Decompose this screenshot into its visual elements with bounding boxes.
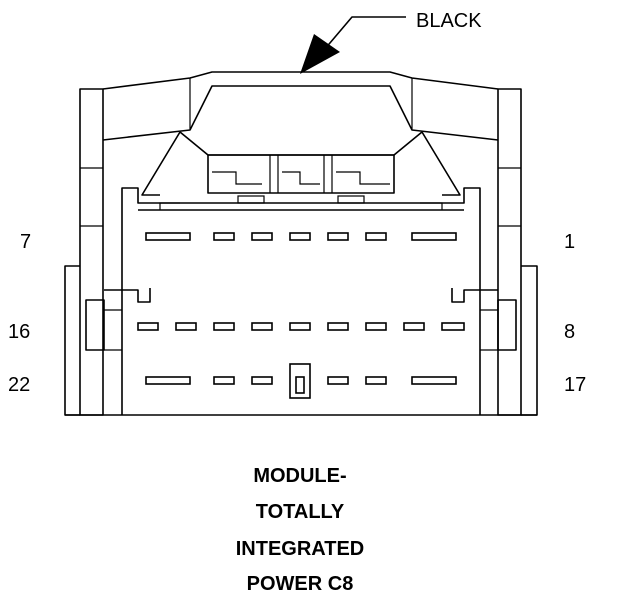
cavity [145,376,191,385]
cavity [289,232,311,241]
left-key [104,288,151,303]
cavity [213,232,235,241]
top-cap-outline [102,71,499,90]
pin-label-16: 16 [8,321,30,343]
pin-labels: 7 1 16 8 22 17 [8,231,586,396]
cavity [327,376,349,385]
right-side-post [497,88,522,416]
callout-label: BLACK [416,10,482,32]
cavity [411,232,457,241]
color-callout: BLACK [300,10,482,74]
cavity-row-2 [137,322,465,331]
lock-bay [207,154,395,194]
latch-arch [179,131,423,156]
title-line-1: MODULE- [253,465,346,487]
center-key-slot-inner [295,376,305,394]
cavity [411,376,457,385]
cavity [403,322,425,331]
left-side-post [79,88,104,416]
cavity [213,322,235,331]
cavity [145,232,191,241]
callout-arrowhead [300,34,340,74]
face-plate [121,187,481,415]
latch-right-ramp [421,131,461,196]
left-lock-tab [85,299,105,351]
left-ear [64,265,80,416]
title-line-3: INTEGRATED [236,538,365,560]
cavity [213,376,235,385]
pin-label-22: 22 [8,374,30,396]
pin-label-8: 8 [564,321,575,343]
title-line-2: TOTALLY [256,501,345,523]
cavity [365,232,387,241]
cavity [251,322,273,331]
connector-body [64,71,538,416]
cavity [365,322,387,331]
cavity-row-3 [145,363,457,399]
cavity [137,322,159,331]
pin-label-1: 1 [564,231,575,253]
cavity [441,322,465,331]
cavity [289,322,311,331]
cavity [251,376,273,385]
callout-leader-line [323,16,406,51]
cavity [327,322,349,331]
cavity [251,232,273,241]
connector-title: MODULE- TOTALLY INTEGRATED POWER C8 [236,465,365,595]
right-lock-tab [497,299,517,351]
cavity [327,232,349,241]
pin-label-17: 17 [564,374,586,396]
pin-label-7: 7 [20,231,31,253]
title-line-4: POWER C8 [247,573,354,595]
top-cap-inner [102,85,499,141]
cavity-row-1 [145,232,457,241]
cavity [175,322,197,331]
latch-left-ramp [141,131,181,196]
right-key [451,288,498,303]
cavity [365,376,387,385]
right-ear [521,265,538,416]
